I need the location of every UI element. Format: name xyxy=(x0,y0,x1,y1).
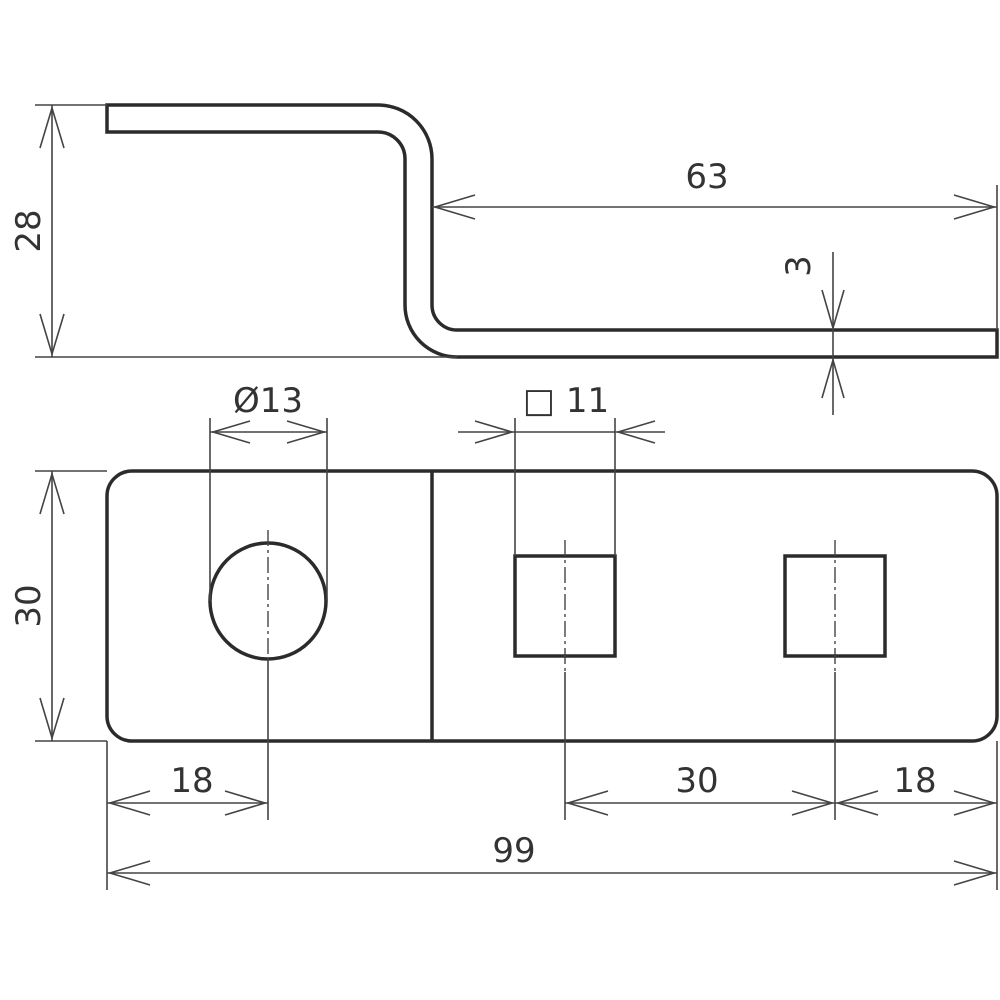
dimension-right-offset: 18 xyxy=(835,761,997,816)
dimension-label-square-hole: □ 11 xyxy=(523,381,609,421)
dimension-label-width: 30 xyxy=(9,584,49,627)
dimension-overall-length: 99 xyxy=(107,831,997,886)
plate-outline xyxy=(105,469,999,743)
dimension-label-length: 63 xyxy=(685,157,728,197)
top-view: Ø13 □ 11 30 18 30 18 xyxy=(9,381,999,890)
dimension-label-overall-length: 99 xyxy=(492,831,535,871)
dimension-width: 30 xyxy=(9,471,65,741)
dimension-label-hole-diameter: Ø13 xyxy=(233,381,303,421)
dimension-thickness: 3 xyxy=(779,252,845,415)
dimension-height: 28 xyxy=(9,105,65,357)
dimension-label-left-offset: 18 xyxy=(170,761,213,801)
dimension-hole-diameter: Ø13 xyxy=(210,381,327,444)
bracket-profile xyxy=(105,103,999,359)
dimension-length: 63 xyxy=(432,157,997,220)
dimension-label-thickness: 3 xyxy=(779,255,819,277)
dimension-left-offset: 18 xyxy=(107,761,268,816)
dimension-label-right-offset: 18 xyxy=(893,761,936,801)
dimension-square-spacing: 30 xyxy=(565,761,835,816)
side-view: 28 63 3 xyxy=(9,103,999,415)
dimension-label-square-spacing: 30 xyxy=(675,761,718,801)
dimension-label-height: 28 xyxy=(9,209,49,252)
dimension-square-hole: □ 11 xyxy=(458,381,665,444)
